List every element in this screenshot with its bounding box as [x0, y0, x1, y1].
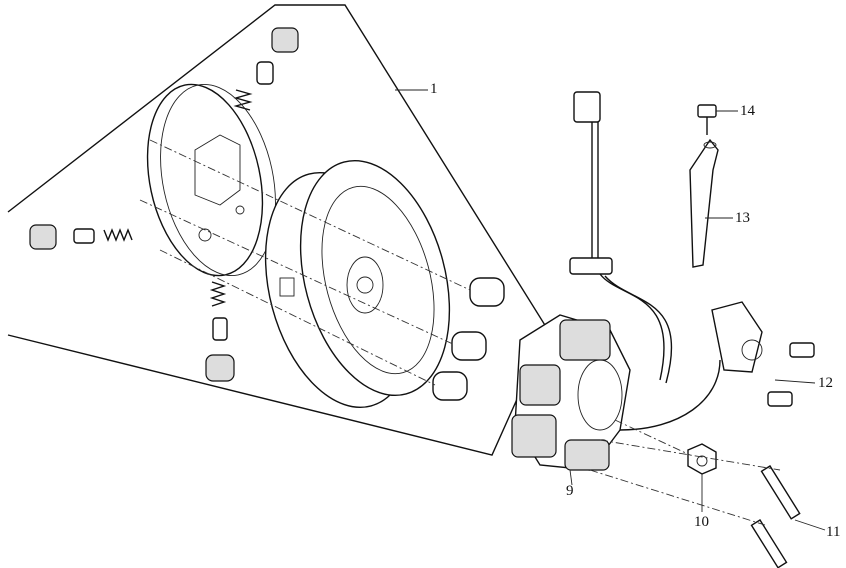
clamp-bolt — [697, 104, 717, 135]
pin-top — [233, 27, 299, 111]
leader-line-11 — [794, 519, 826, 531]
callout-12: 12 — [818, 375, 833, 391]
callout-9: 9 — [566, 483, 574, 499]
wire-clamp — [689, 138, 719, 268]
callout-13: 13 — [735, 210, 750, 226]
leader-line-9 — [569, 469, 573, 486]
stator — [511, 314, 631, 471]
flywheel-rotor — [264, 159, 451, 409]
pulser-coil — [711, 301, 815, 407]
flywheel-bolts — [139, 139, 505, 401]
callout-10: 10 — [694, 514, 709, 530]
wire-harness — [569, 91, 721, 431]
stator-bolts — [589, 439, 801, 568]
assembly-outline — [7, 4, 549, 456]
callout-1: 1 — [430, 81, 438, 97]
nut — [614, 419, 717, 475]
callout-11: 11 — [826, 524, 841, 540]
leader-line-12 — [774, 379, 816, 384]
callout-14: 14 — [740, 103, 755, 119]
centrifugal-plate — [146, 83, 276, 277]
pin-left — [29, 224, 133, 250]
pin-bottom — [205, 281, 235, 382]
